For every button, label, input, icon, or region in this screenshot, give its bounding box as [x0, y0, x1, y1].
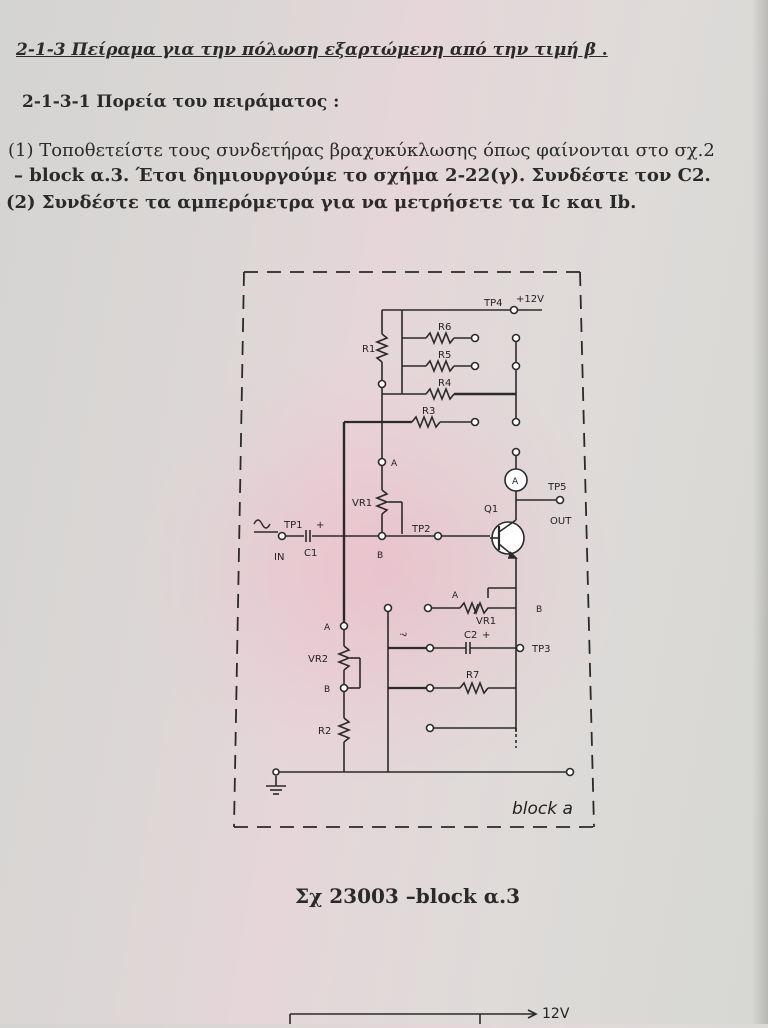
c1-label: C1	[304, 548, 317, 559]
b-label-1: B	[377, 551, 383, 561]
c2-plus-label: +	[482, 630, 490, 641]
next-figure-fragment: 12V	[280, 996, 610, 1028]
vr2-label: VR2	[308, 654, 328, 665]
r5-label: R5	[438, 350, 451, 361]
c2-label: C2	[464, 630, 477, 641]
circuit-diagram: TP4 +12V R1 R6 R5 R4 A TP5 OUT R3 A VR1 …	[220, 262, 610, 846]
a-label-2: A	[452, 591, 459, 601]
r2-label: R2	[318, 726, 331, 737]
vcc-label: +12V	[516, 294, 544, 305]
r1-label: R1	[362, 344, 375, 355]
in-label: IN	[274, 552, 284, 563]
vr1-upper-label: VR1	[352, 498, 372, 509]
r6-label: R6	[438, 322, 451, 333]
tp2-label: TP2	[411, 524, 431, 535]
block-border	[233, 271, 595, 828]
q1-label: Q1	[484, 504, 498, 515]
tp1-label: TP1	[283, 520, 303, 531]
r3-label: R3	[422, 406, 435, 417]
block-label: block a	[512, 799, 573, 819]
tp3-label: TP3	[531, 644, 551, 655]
tp4-label: TP4	[483, 298, 503, 309]
figure-caption: Σχ 23003 –block α.3	[295, 884, 520, 908]
bottom-12v-label: 12V	[542, 1006, 570, 1022]
out-label: OUT	[550, 516, 572, 527]
instruction-step-2: (2) Συνδέστε τα αμπερόμετρα για να μετρή…	[6, 192, 637, 213]
page-edge-shadow	[752, 0, 768, 1024]
r4-label: R4	[438, 378, 451, 389]
svg-text:?: ?	[397, 632, 407, 637]
ammeter-label: A	[512, 477, 519, 487]
vr1-label: VR1	[476, 616, 496, 627]
b-label-3: B	[324, 685, 330, 695]
a-label-1: A	[391, 459, 398, 469]
b-label-2: B	[536, 605, 542, 615]
subsection-heading: 2-1-3-1 Πορεία του πειράματος :	[22, 92, 340, 112]
section-heading: 2-1-3 Πείραμα για την πόλωση εξαρτώμενη …	[16, 40, 608, 60]
instruction-step-1: (1) Τοποθετείστε τους συνδετήρας βραχυκύ…	[8, 140, 715, 161]
instruction-step-1-continued: – block α.3. Έτσι δημιουργούμε το σχήμα …	[14, 165, 711, 186]
a-label-3: A	[324, 623, 331, 633]
c1-plus-label: +	[316, 520, 324, 531]
tp5-label: TP5	[547, 482, 567, 493]
r7-label: R7	[466, 670, 479, 681]
